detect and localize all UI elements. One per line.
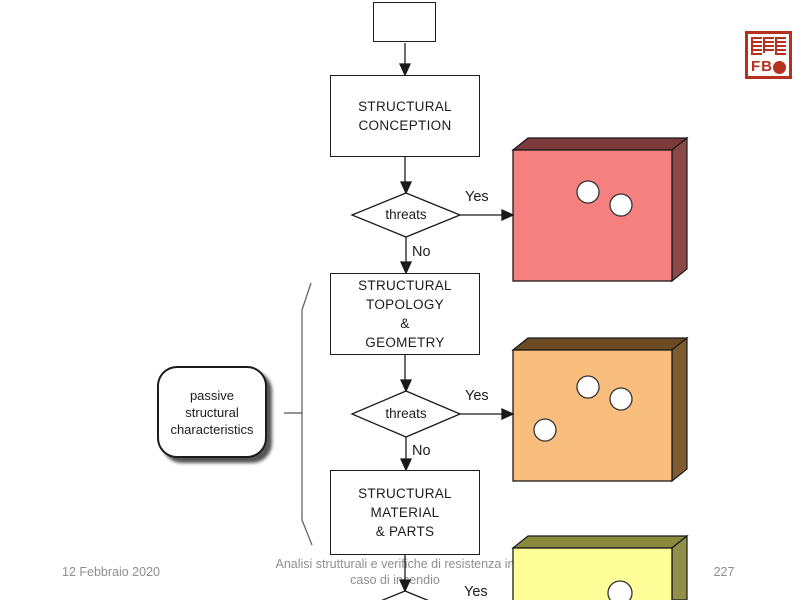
- decision-2-label: threats: [385, 406, 427, 421]
- process-box-structural-topology: STRUCTURAL TOPOLOGY & GEOMETRY: [330, 273, 480, 355]
- yes-label-3: Yes: [464, 584, 488, 600]
- side-note-passive-characteristics: passive structural characteristics: [157, 366, 267, 458]
- start-box: [373, 2, 436, 42]
- side-note-line: characteristics: [170, 421, 254, 437]
- footer-page-number: 227: [713, 565, 735, 579]
- decision-1-label: threats: [385, 207, 427, 222]
- orange-block-illustration: [511, 336, 689, 483]
- no-label-2: No: [412, 443, 431, 459]
- red-block-front-face: [512, 149, 673, 282]
- no-label-1: No: [412, 244, 431, 260]
- seal-dot-icon: [773, 61, 786, 74]
- arrowhead-icon: [399, 458, 413, 472]
- footer-date: 12 Febbraio 2020: [62, 565, 160, 579]
- hole-icon: [607, 580, 633, 600]
- seal-glyph-row: [751, 37, 786, 55]
- orange-block-side-face: [671, 336, 688, 483]
- arrowhead-icon: [399, 379, 413, 393]
- red-block-top-face: [511, 137, 689, 151]
- orange-block-front-face: [512, 349, 673, 482]
- footer-title: Analisi strutturali e verifiche di resis…: [235, 556, 555, 588]
- process-box-line: GEOMETRY: [365, 335, 445, 350]
- hole-icon: [609, 387, 633, 411]
- seal-letters: FB: [751, 58, 773, 75]
- process-box-structural-conception: STRUCTURAL CONCEPTION: [330, 75, 480, 157]
- orange-block-top-face: [511, 337, 689, 351]
- hole-icon: [576, 180, 600, 204]
- arrowhead-icon: [399, 261, 413, 275]
- process-box-line: TOPOLOGY: [366, 297, 444, 312]
- fb-seal-logo: FB: [745, 31, 792, 79]
- hole-icon: [609, 193, 633, 217]
- process-box-line: STRUCTURAL: [358, 278, 452, 293]
- seal-character-icon: [751, 37, 762, 55]
- footer-title-line1: Analisi strutturali e verifiche di resis…: [275, 557, 515, 571]
- red-block-side-face: [671, 136, 688, 283]
- process-box-line: & PARTS: [375, 524, 435, 539]
- process-box-line: STRUCTURAL: [358, 99, 452, 114]
- seal-character-icon: [763, 37, 774, 53]
- yellow-block-top-face: [511, 535, 689, 549]
- side-note-line: passive: [189, 387, 235, 403]
- seal-character-icon: [775, 37, 786, 55]
- process-box-line: &: [400, 316, 410, 331]
- arrowhead-icon: [398, 63, 412, 77]
- process-box-line: MATERIAL: [370, 505, 440, 520]
- arrowhead-icon: [501, 407, 515, 421]
- footer-title-line2: caso di incendio: [350, 573, 440, 587]
- arrowhead-icon: [399, 181, 413, 195]
- red-block-illustration: [511, 136, 689, 283]
- arrowhead-icon: [501, 208, 515, 222]
- hole-icon: [576, 375, 600, 399]
- decision-diamond-3-partial: [381, 590, 429, 600]
- seal-bottom-row: FB: [751, 58, 786, 75]
- process-box-structural-material: STRUCTURAL MATERIAL & PARTS: [330, 470, 480, 555]
- yes-label-1: Yes: [465, 189, 489, 205]
- yellow-block-side-face: [671, 534, 688, 600]
- side-note-line: structural: [185, 404, 239, 420]
- process-box-line: STRUCTURAL: [358, 486, 452, 501]
- process-box-line: CONCEPTION: [358, 118, 452, 133]
- hole-icon: [533, 418, 557, 442]
- yes-label-2: Yes: [465, 388, 489, 404]
- grouping-bracket: [301, 282, 313, 546]
